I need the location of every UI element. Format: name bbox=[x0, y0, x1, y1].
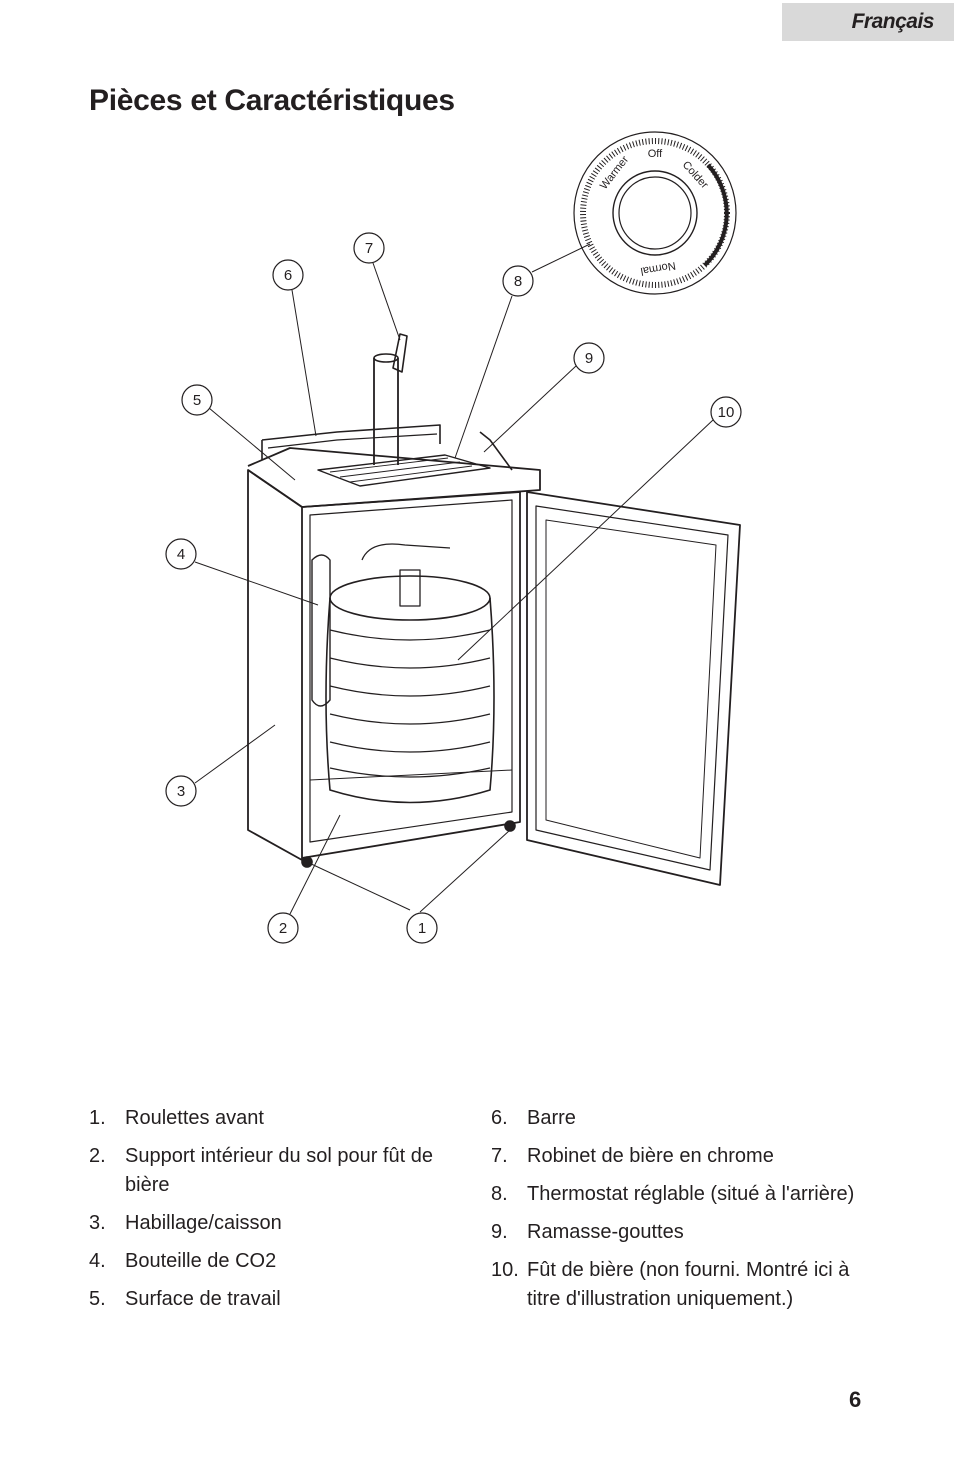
callout-3-label: 3 bbox=[177, 783, 185, 800]
list-item: 3.Habillage/caisson bbox=[89, 1212, 282, 1234]
callout-9-label: 9 bbox=[585, 350, 593, 367]
door bbox=[526, 491, 741, 886]
callout-1 bbox=[406, 912, 438, 944]
callout-2-label: 2 bbox=[279, 920, 287, 937]
callout-6 bbox=[272, 259, 304, 291]
page-number: 6 bbox=[849, 1387, 862, 1412]
callout-4-label: 4 bbox=[177, 546, 185, 563]
leader-lines bbox=[194, 243, 714, 915]
callout-1-label: 1 bbox=[418, 920, 426, 937]
dial-normal-label: Normal bbox=[640, 259, 677, 277]
callout-6-label: 6 bbox=[284, 267, 292, 284]
parts-list-right: 6.Barre 7.Robinet de bière en chrome 8.T… bbox=[491, 1104, 871, 1323]
callout-8 bbox=[502, 265, 534, 297]
callout-5-label: 5 bbox=[193, 392, 201, 409]
callout-9 bbox=[573, 342, 605, 374]
dial-warmer-label: Warmer bbox=[598, 154, 631, 192]
language-tab: Français bbox=[782, 3, 954, 41]
callout-10 bbox=[710, 396, 742, 428]
list-item: 4.Bouteille de CO2 bbox=[89, 1250, 277, 1272]
callout-4 bbox=[165, 538, 197, 570]
list-item: 8.Thermostat réglable (situé à l'arrière… bbox=[491, 1183, 855, 1205]
list-item: 1.Roulettes avant bbox=[89, 1107, 264, 1129]
list-item: 9.Ramasse-gouttes bbox=[491, 1221, 684, 1243]
list-item: 5.Surface de travail bbox=[89, 1288, 281, 1310]
dial-colder-label: Colder bbox=[680, 159, 711, 191]
callout-7 bbox=[353, 232, 385, 264]
callout-3 bbox=[165, 775, 197, 807]
list-item: 6.Barre bbox=[491, 1107, 576, 1129]
dial-off-label: Off bbox=[648, 148, 663, 160]
list-item: 10.Fût de bière (non fourni. Montré ici … bbox=[491, 1259, 850, 1310]
callout-2 bbox=[267, 912, 299, 944]
cabinet bbox=[247, 333, 741, 886]
callout-10-label: 10 bbox=[718, 404, 735, 421]
list-item: 2.Support intérieur du sol pour fût de b… bbox=[89, 1145, 433, 1196]
list-item: 7.Robinet de bière en chrome bbox=[491, 1145, 774, 1167]
callout-8-label: 8 bbox=[514, 273, 522, 290]
callout-5 bbox=[181, 384, 213, 416]
page-title: Pièces et Caractéristiques bbox=[89, 84, 455, 117]
parts-list-left: 1.Roulettes avant 2.Support intérieur du… bbox=[89, 1104, 469, 1323]
callout-7-label: 7 bbox=[365, 240, 373, 257]
keg bbox=[325, 543, 495, 804]
kegerator-diagram: 1 2 3 4 5 6 7 8 9 10 Off Warmer Colder N… bbox=[165, 131, 742, 944]
thermostat-dial bbox=[573, 131, 737, 295]
language-label: Français bbox=[851, 10, 935, 33]
